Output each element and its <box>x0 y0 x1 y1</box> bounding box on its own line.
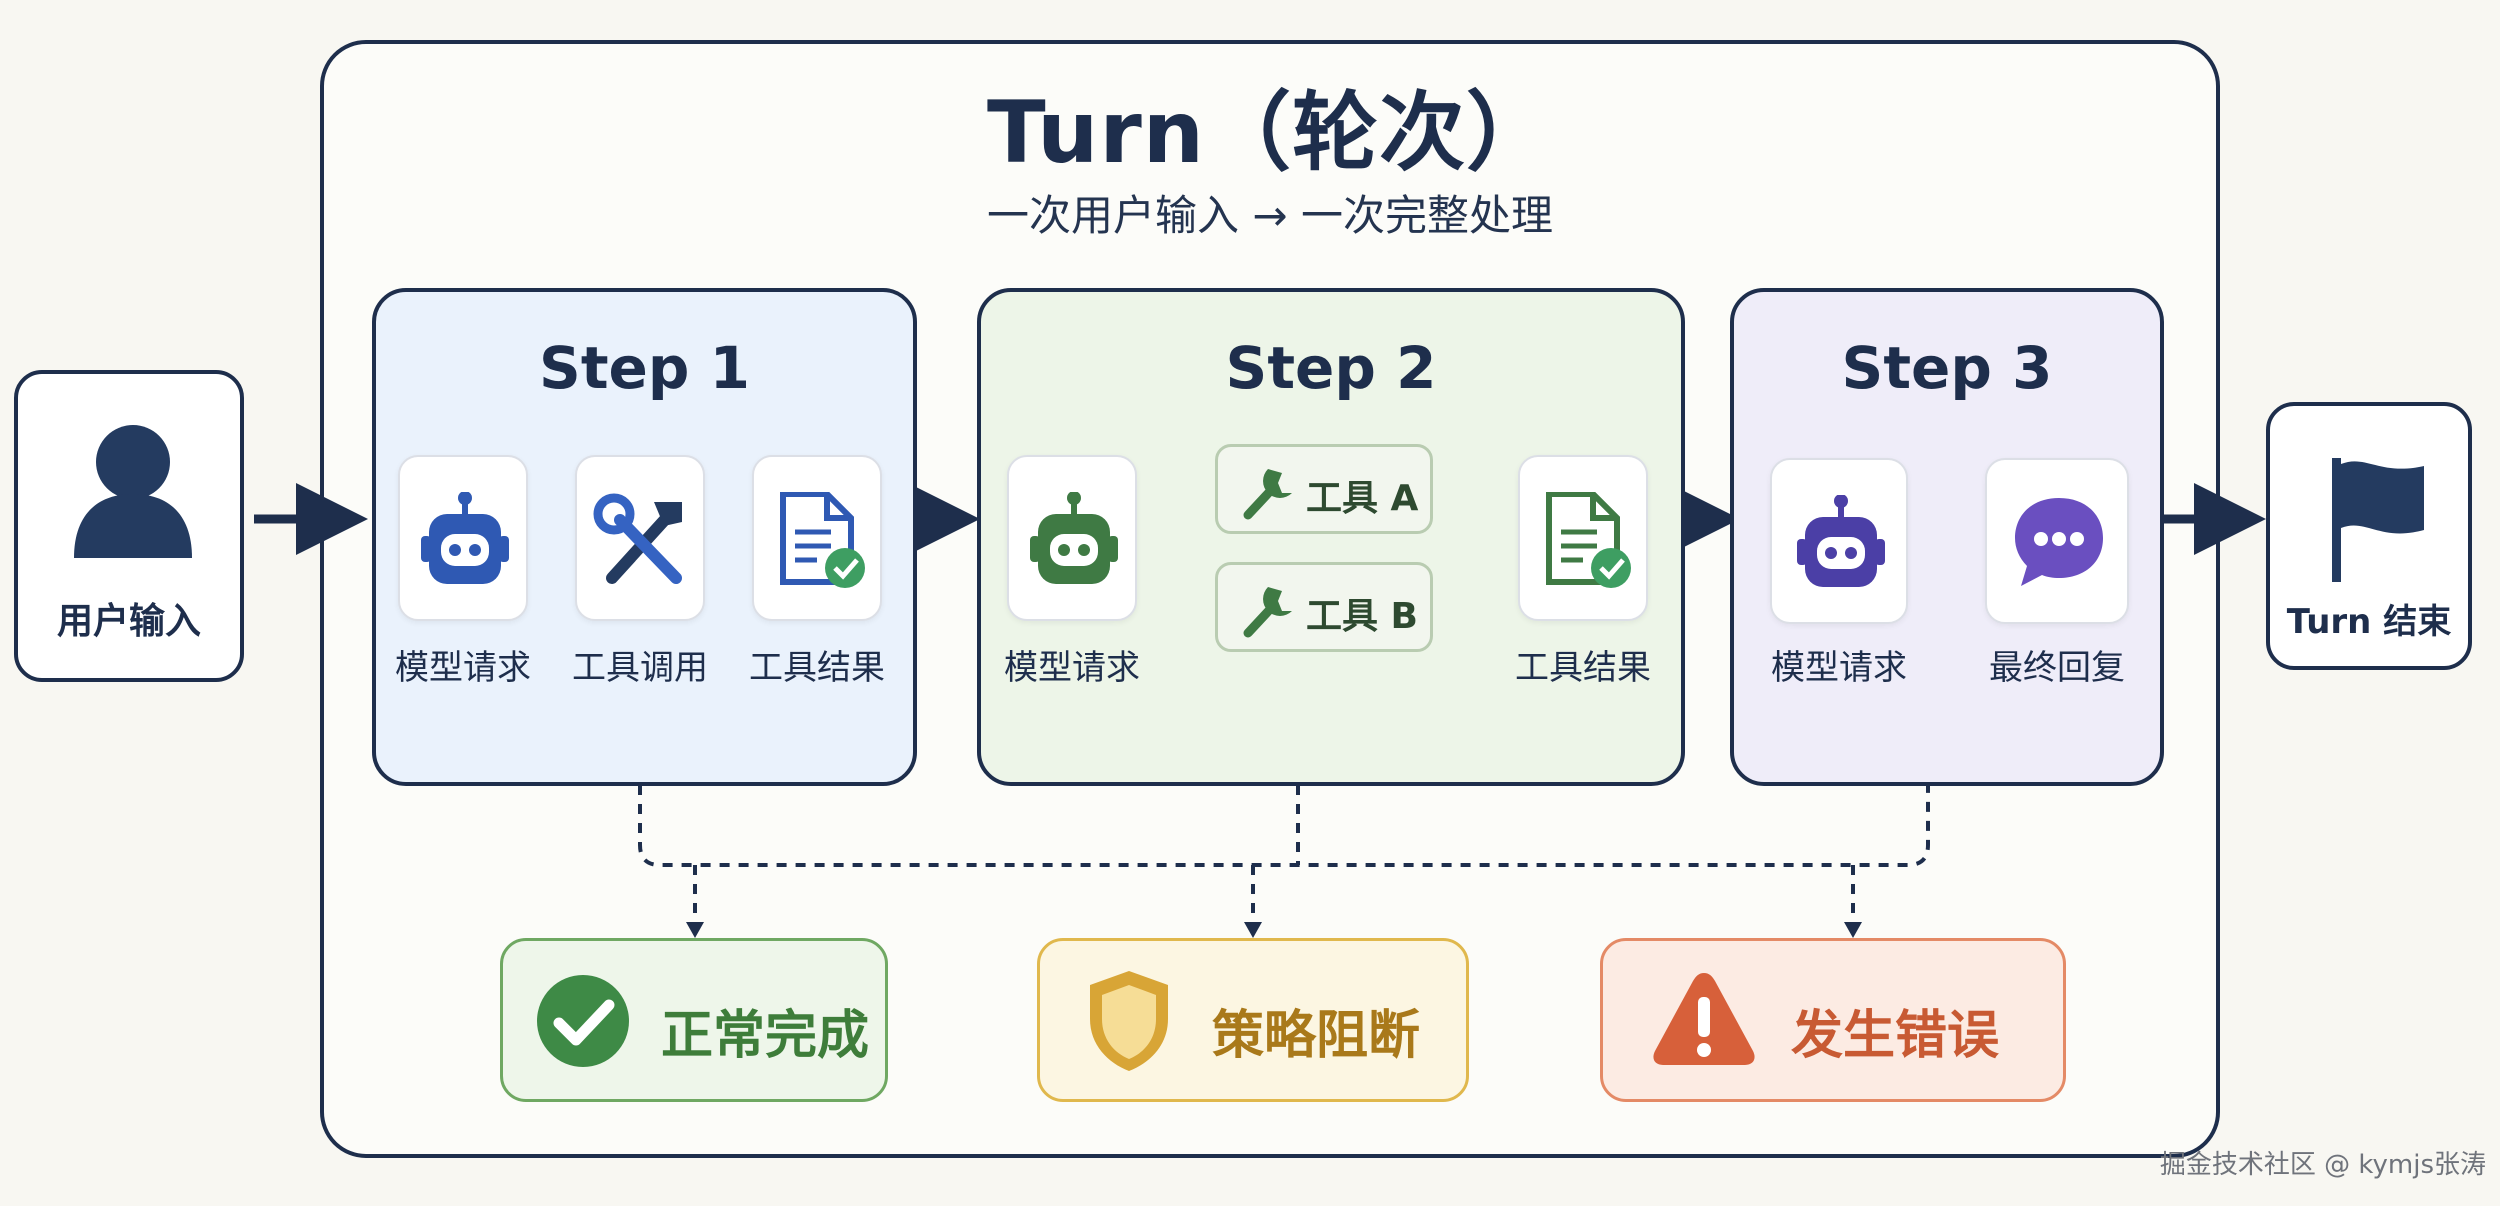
step3-model-label: 模型请求 <box>1771 648 1907 688</box>
tool-b-label: 工具 B <box>1306 596 1418 637</box>
check-circle-icon <box>537 975 629 1067</box>
outcome-normal: 正常完成 <box>500 938 888 1102</box>
outcome-policy-label: 策略阻断 <box>1212 1006 1421 1066</box>
step-3-title: Step 3 <box>1841 334 2053 402</box>
document-check-icon <box>1546 492 1631 588</box>
diagram-subtitle: 一次用户输入 → 一次完整处理 <box>987 191 1553 240</box>
outcome-error: 发生错误 <box>1600 938 2066 1102</box>
step3-reply-tile <box>1985 458 2129 624</box>
document-check-icon <box>780 492 865 588</box>
step1-tool-label: 工具调用 <box>572 648 708 688</box>
tools-icon <box>593 493 682 584</box>
user-input-label: 用户输入 <box>56 601 201 642</box>
step1-tool-tile <box>575 455 705 621</box>
step2-result-tile <box>1518 455 1648 621</box>
turn-end-box: Turn 结束 <box>2266 402 2472 670</box>
step3-model-tile <box>1770 458 1908 624</box>
outcome-normal-label: 正常完成 <box>661 1006 870 1066</box>
step2-model-label: 模型请求 <box>1004 648 1140 688</box>
step-1-title: Step 1 <box>539 334 750 402</box>
tool-a-label: 工具 A <box>1306 478 1419 519</box>
step1-model-label: 模型请求 <box>395 648 531 688</box>
user-input-box: 用户输入 <box>14 370 244 682</box>
step1-model-tile <box>398 455 528 621</box>
step2-result-label: 工具结果 <box>1515 648 1651 688</box>
warning-icon <box>1653 973 1755 1065</box>
tool-b-chip: 工具 B <box>1215 562 1433 652</box>
shield-icon <box>1090 971 1168 1071</box>
step3-reply-label: 最终回复 <box>1989 648 2125 688</box>
chat-bubble-icon <box>2015 498 2103 586</box>
wrench-icon <box>1243 469 1292 520</box>
step2-model-tile <box>1007 455 1137 621</box>
tool-a-chip: 工具 A <box>1215 444 1433 534</box>
diagram-title: Turn（轮次） <box>986 83 1554 183</box>
user-icon <box>74 425 192 558</box>
step1-result-tile <box>752 455 882 621</box>
wrench-icon <box>1243 587 1292 638</box>
outcome-connectors <box>638 785 1930 925</box>
robot-icon <box>1797 495 1885 587</box>
robot-icon <box>1030 492 1118 584</box>
outcome-policy-block: 策略阻断 <box>1037 938 1469 1102</box>
turn-end-label: Turn 结束 <box>2286 602 2452 642</box>
step-2-title: Step 2 <box>1225 334 1437 402</box>
step1-result-label: 工具结果 <box>749 648 885 688</box>
watermark: 掘金技术社区 @ kymjs张涛 <box>2159 1150 2486 1180</box>
outcome-error-label: 发生错误 <box>1791 1006 2000 1066</box>
flag-icon <box>2332 458 2424 582</box>
robot-icon <box>421 492 509 584</box>
